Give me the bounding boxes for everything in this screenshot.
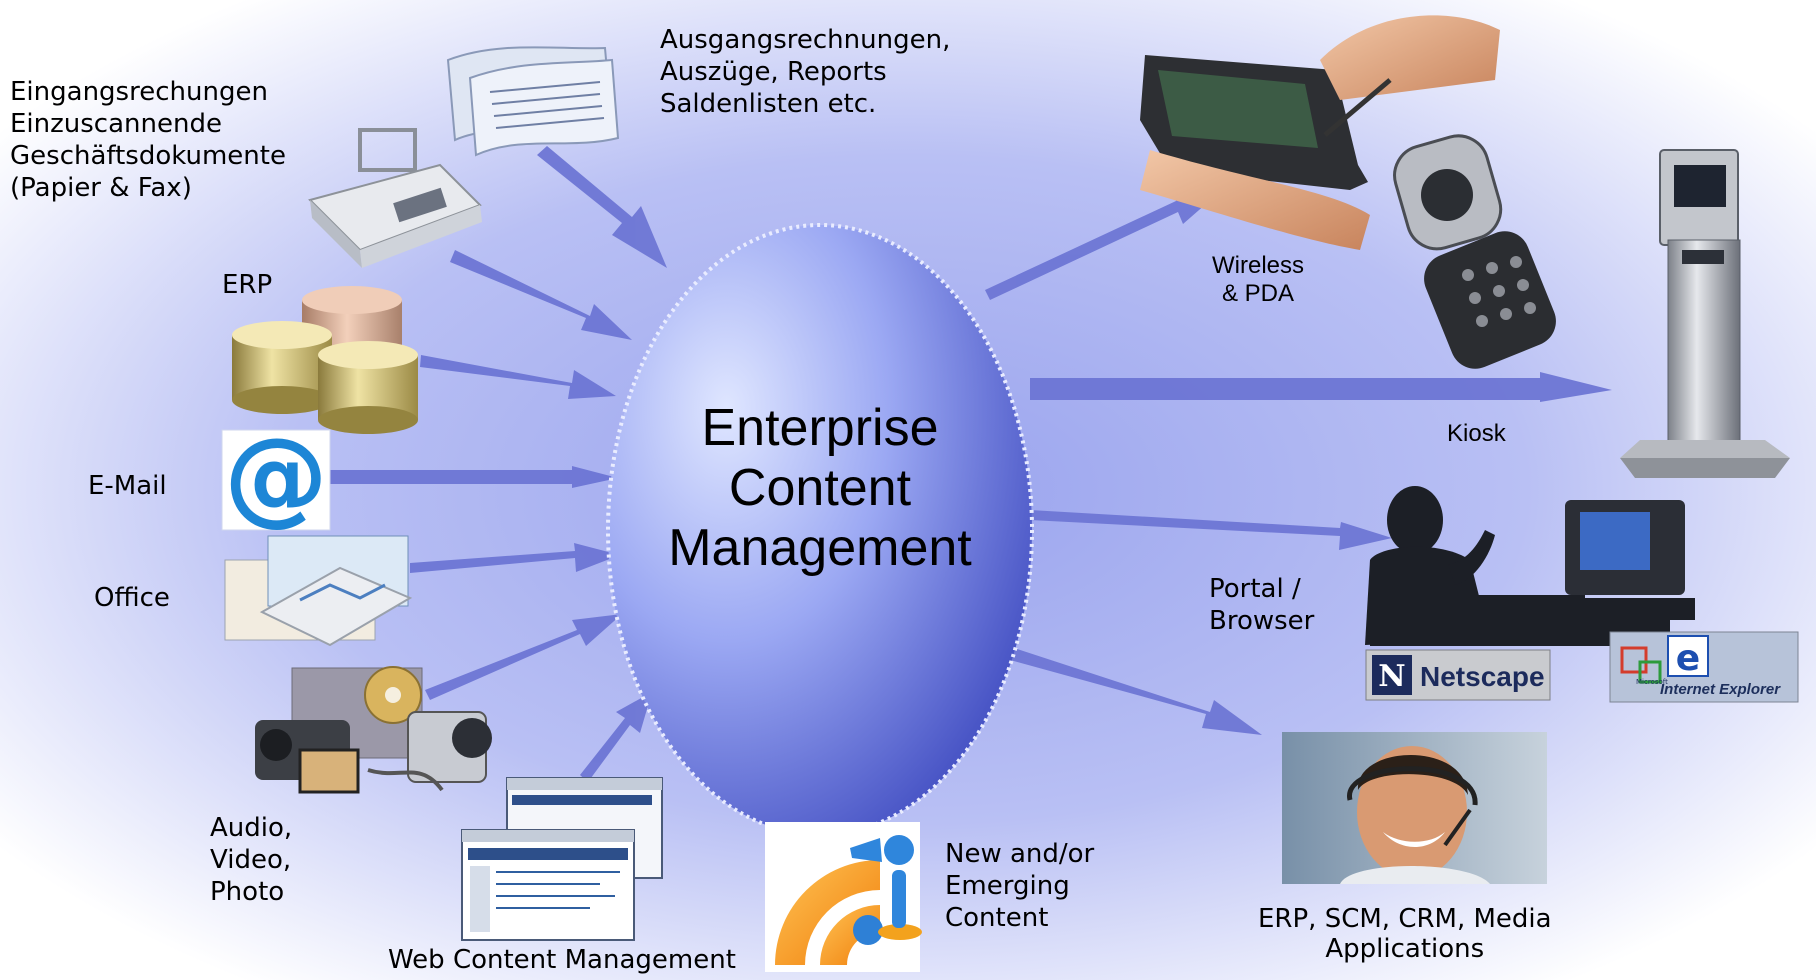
emerging-content-icon bbox=[765, 822, 922, 972]
label-wireless-pda: Wireless & PDA bbox=[1212, 252, 1305, 307]
web-screens-icon bbox=[461, 777, 663, 941]
computer-user-icon bbox=[1365, 486, 1695, 646]
audio-video-icon bbox=[255, 666, 492, 794]
fax-machine-icon bbox=[308, 128, 482, 268]
label-reports: Ausgangsrechnungen, Auszüge, Reports Sal… bbox=[660, 25, 951, 119]
mobile-phone-icon bbox=[1393, 134, 1556, 369]
label-applications: ERP, SCM, CRM, Media Applications bbox=[1258, 904, 1552, 964]
arrow-office-in bbox=[410, 543, 620, 573]
label-office: Office bbox=[94, 583, 170, 613]
ecm-core-ellipse bbox=[606, 223, 1034, 837]
label-emerging-content: New and/or Emerging Content bbox=[945, 839, 1095, 933]
arrow-group bbox=[330, 146, 1612, 782]
arrow-erp-in bbox=[420, 355, 616, 399]
arrow-email-shaft bbox=[330, 470, 574, 484]
ecm-title-line-2: Content bbox=[728, 459, 912, 517]
arrow-kiosk-shaft bbox=[1030, 380, 1542, 400]
ie-mark: e bbox=[1676, 638, 1700, 679]
ecm-title-line-3: Management bbox=[668, 519, 972, 577]
database-icon bbox=[232, 286, 418, 434]
arrow-pda-out bbox=[985, 190, 1222, 300]
office-documents-icon bbox=[224, 535, 413, 647]
ecm-title-line-1: Enterprise bbox=[701, 399, 939, 457]
email-symbol: @ bbox=[224, 415, 328, 537]
ecm-title: Enterprise Content Management bbox=[640, 398, 1000, 578]
email-icon: @ bbox=[221, 415, 331, 537]
arrow-reports-in bbox=[537, 146, 667, 268]
label-audio-video-photo: Audio, Video, Photo bbox=[210, 813, 293, 907]
arrow-kiosk-out bbox=[1030, 372, 1612, 402]
label-erp: ERP bbox=[222, 270, 273, 300]
ie-small-label: Microsoft bbox=[1636, 678, 1668, 686]
arrow-web-in bbox=[580, 692, 652, 782]
report-papers-icon bbox=[446, 46, 620, 157]
label-web-content: Web Content Management bbox=[388, 945, 736, 975]
label-email: E-Mail bbox=[88, 471, 167, 501]
netscape-label: Netscape bbox=[1420, 661, 1545, 692]
netscape-logo: N Netscape bbox=[1365, 649, 1551, 701]
internet-explorer-logo: e Microsoft Internet Explorer bbox=[1609, 631, 1799, 703]
kiosk-icon bbox=[1620, 149, 1790, 478]
arrow-fax-in bbox=[450, 250, 632, 340]
arrow-portal-out bbox=[1030, 510, 1392, 550]
pda-icon bbox=[1140, 15, 1500, 250]
arrow-apps-out bbox=[1010, 648, 1262, 735]
ie-label: Internet Explorer bbox=[1660, 681, 1781, 698]
arrow-av-in bbox=[425, 614, 622, 700]
label-kiosk: Kiosk bbox=[1447, 420, 1506, 447]
netscape-mark: N bbox=[1378, 659, 1405, 694]
call-center-photo bbox=[1282, 732, 1547, 884]
label-portal-browser: Portal / Browser bbox=[1209, 574, 1315, 636]
label-paper-fax: Eingangsrechungen Einzuscannende Geschäf… bbox=[10, 77, 286, 203]
